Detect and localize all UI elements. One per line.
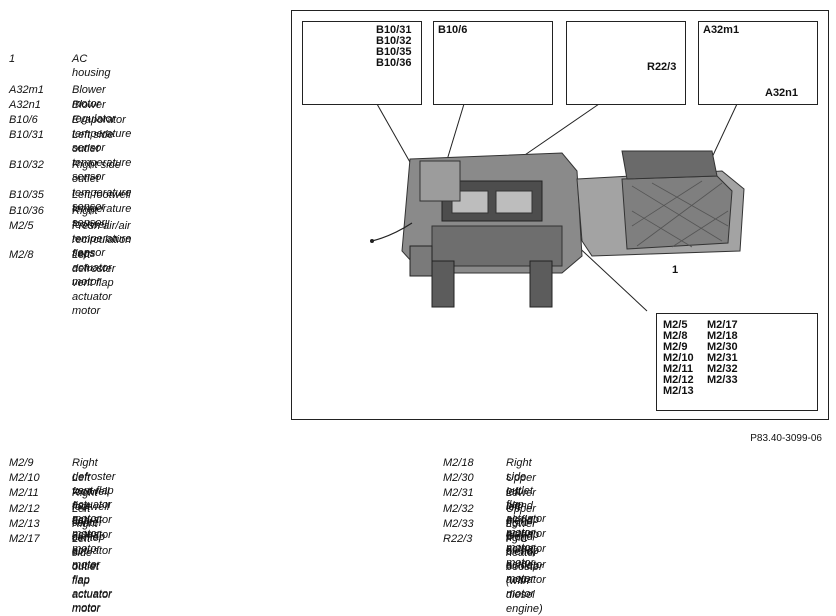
figure-frame: B10/31 B10/32 B10/35 B10/36 B10/6 R22/3 … [291,10,829,420]
callout-temp-sensors-label: B10/31 B10/32 B10/35 B10/36 [376,24,412,69]
legend-description: Left footwell temperature sensor [72,189,132,229]
legend-description: Right side outlet temperature sensor [72,159,132,213]
legend-description: Right footwell temperature sensor [72,205,132,259]
legend-code: 1 [9,53,16,65]
legend-description: Right side outlet flap actuator motor [506,457,546,539]
legend-description: AC housing [72,53,111,79]
callout-ptc-heater-label: R22/3 [647,61,677,73]
legend-code: B10/35 [9,189,44,201]
legend-code: M2/32 [443,503,474,515]
legend-code: M2/18 [443,457,474,469]
legend-code: B10/32 [9,159,44,171]
legend-description: Left defroster vent flap actuator motor [72,249,116,317]
legend-description: Evaporator temperature sensor [72,114,132,154]
callout-evap-sensor-label: B10/6 [438,24,468,36]
callout-box-temp-sensors: B10/31 B10/32 B10/35 B10/36 [302,21,422,105]
legend-code: M2/12 [9,503,40,515]
callout-box-evap-sensor: B10/6 [433,21,553,105]
callout-box-actuators: M2/5 M2/8 M2/9 M2/10 M2/11 M2/12 M2/13 M… [656,313,818,411]
legend-description: Blower regulator [72,99,116,125]
legend-description: Left side outlet temperature sensor [72,129,132,183]
legend-description: Left side outlet flap actuator motor [72,533,112,615]
legend-code: M2/8 [9,249,34,261]
legend-code: M2/10 [9,472,40,484]
legend-code: M2/11 [9,487,39,499]
legend-description: Left footwell flap actuator motor [72,472,112,540]
ac-housing-body [370,150,745,308]
legend-code: R22/3 [443,533,473,545]
callout-actuators-col1: M2/5 M2/8 M2/9 M2/10 M2/11 M2/12 M2/13 [663,319,694,397]
callout-blower-regulator-label: A32n1 [765,87,799,99]
callout-box-blower: A32m1 A32n1 [698,21,818,105]
legend-code: M2/30 [443,472,474,484]
legend-description: Right footwell flap actuator motor [72,487,112,555]
callout-blower-motor-label: A32m1 [703,24,740,36]
legend-description: Right defroster vent flap actuator motor [72,457,116,525]
callout-box-ptc-heater: R22/3 [566,21,686,105]
legend-code: B10/36 [9,205,44,217]
legend-description: Blower motor [72,84,106,110]
legend-code: M2/9 [9,457,34,469]
legend-code: A32m1 [9,84,44,96]
legend-code: B10/6 [9,114,38,126]
legend-code: M2/17 [9,533,40,545]
legend-code: M2/13 [9,518,40,530]
legend-code: B10/31 [9,129,44,141]
legend-code: M2/5 [9,220,34,232]
housing-label: 1 [672,264,679,276]
legend-code: M2/33 [443,518,474,530]
callout-actuators-col2: M2/17 M2/18 M2/30 M2/31 M2/32 M2/33 [707,319,738,386]
legend-description: Fresh air/air recirculation flaps actuat… [72,220,132,288]
legend-description: Upper left blend air flap actuator motor [506,472,546,554]
legend-description: PTC heater booster (with diesel engine) [506,533,543,615]
figure-id: P83.40-3099-06 [750,433,822,444]
legend-code: A32n1 [9,99,41,111]
legend-code: M2/31 [443,487,474,499]
